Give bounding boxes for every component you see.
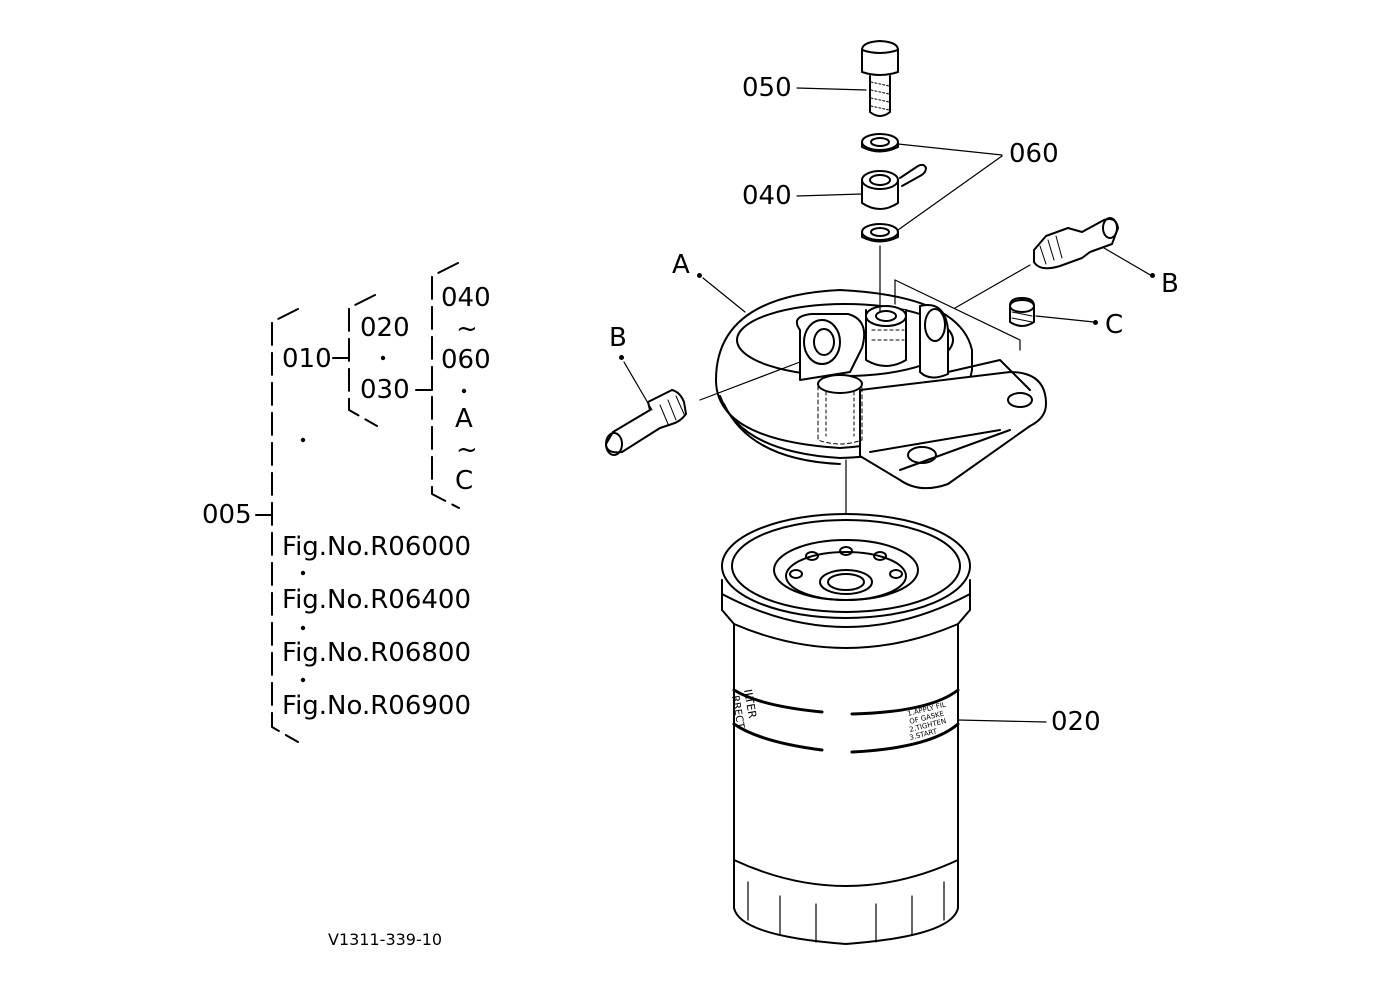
parts-tree-brackets [255,262,460,743]
tree-040: 040 [441,283,491,313]
plug-c [1009,297,1035,327]
tree-dot [300,570,306,576]
washer-060-top [861,133,899,153]
ref-b-left-dot [619,355,624,360]
drawing-id: V1311-339-10 [328,930,443,949]
callout-060: 060 [1009,139,1059,169]
filter-cartridge-020 [721,513,971,945]
callout-050: 050 [742,73,792,103]
callout-020: 020 [1051,707,1101,737]
banjo-fitting-040 [861,163,927,210]
ref-a-label: A [672,250,690,280]
nipple-b-right [1033,217,1119,270]
fig-ref-r06000: Fig.No.R06000 [282,532,471,562]
nipple-b-left [605,389,687,456]
tree-root-005: 005 [202,500,252,530]
bolt-050 [861,40,899,117]
tree-a: A [455,404,473,434]
tree-dot [300,677,306,683]
tree-tilde-1: ~ [456,314,478,344]
tree-010: 010 [282,344,332,374]
callout-040: 040 [742,181,792,211]
ref-b-right-label: B [1161,269,1179,299]
tree-060: 060 [441,345,491,375]
filter-head [715,289,1047,490]
ref-c-label: C [1105,310,1124,340]
ref-b-left-label: B [609,323,627,353]
fig-ref-r06900: Fig.No.R06900 [282,691,471,721]
tree-c: C [455,466,474,496]
fig-ref-r06400: Fig.No.R06400 [282,585,471,615]
tree-020: 020 [360,313,410,343]
filter-label-band-left: ILTER [741,688,759,719]
washer-060-bottom [861,223,899,243]
tree-dot [461,388,467,394]
tree-dot [380,355,386,361]
ref-b-right-dot [1150,273,1155,278]
fig-ref-r06800: Fig.No.R06800 [282,638,471,668]
ref-c-dot [1093,320,1098,325]
ref-a-dot [697,273,702,278]
tree-dot [300,437,306,443]
tree-dot [300,625,306,631]
tree-tilde-2: ~ [456,435,478,465]
tree-030: 030 [360,375,410,405]
